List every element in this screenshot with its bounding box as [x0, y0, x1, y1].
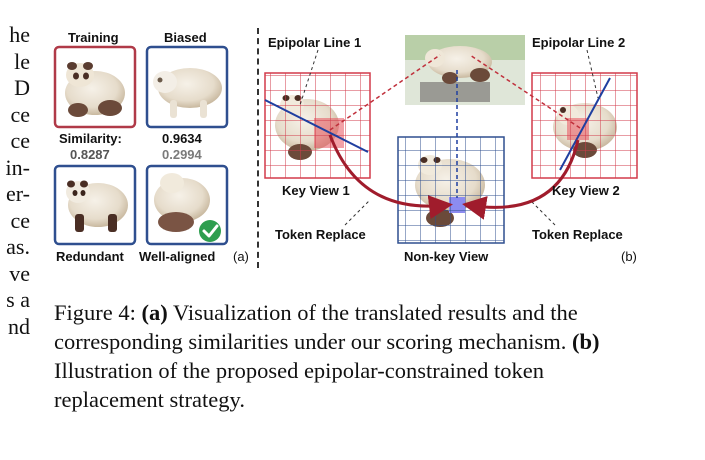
non-key-view	[397, 136, 505, 244]
token-replace-arrow-left	[328, 134, 453, 219]
similarity-label: Similarity:	[59, 131, 122, 146]
text-fragment: D	[14, 75, 30, 100]
text-fragment: nd	[8, 313, 30, 339]
panel-b-tag: (b)	[621, 249, 637, 264]
non-key-view-label: Non-key View	[404, 249, 489, 264]
key-view-2-label: Key View 2	[552, 183, 620, 198]
key-view-2	[531, 72, 638, 179]
label-biased: Biased	[164, 30, 207, 45]
biased-image	[145, 45, 229, 129]
key-view-1-label: Key View 1	[282, 183, 350, 198]
training-image	[53, 45, 137, 129]
text-fragment: he	[9, 22, 30, 47]
text-fragment: le	[14, 48, 30, 74]
token-replace-right-label: Token Replace	[532, 227, 623, 242]
caption-part-a-tag: (a)	[141, 300, 168, 325]
figure-caption: Figure 4: (a) Visualization of the trans…	[54, 298, 654, 414]
similarity-training-value: 0.8287	[70, 147, 110, 162]
similarity-biased-second-value: 0.2994	[162, 147, 202, 162]
text-fragment: ce	[10, 101, 30, 127]
redundant-image	[53, 164, 137, 246]
label-training: Training	[68, 30, 119, 45]
panel-divider	[257, 28, 259, 268]
caption-part-b-text: Illustration of the proposed epipolar-co…	[54, 358, 545, 412]
label-redundant: Redundant	[56, 249, 124, 264]
check-icon	[199, 220, 221, 242]
caption-part-a-text: Visualization of the translated results …	[54, 300, 578, 354]
text-fragment: in-	[5, 154, 30, 180]
epipolar-line-2-label: Epipolar Line 2	[532, 35, 626, 50]
epipolar-line-1-label: Epipolar Line 1	[268, 35, 362, 50]
token-replace-arrow-right	[462, 139, 580, 220]
caption-label: Figure 4:	[54, 300, 136, 325]
text-fragment: er-	[6, 181, 30, 206]
text-fragment: ve	[9, 260, 30, 286]
text-fragment: s a	[6, 287, 30, 312]
label-well-aligned: Well-aligned	[139, 249, 216, 264]
text-fragment: as.	[6, 234, 30, 259]
caption-part-b-tag: (b)	[572, 329, 600, 354]
body-text-fragments: he le D ce ce in- er- ce as. ve s a nd	[0, 22, 30, 340]
key-view-1	[264, 72, 371, 179]
text-fragment: ce	[10, 207, 30, 233]
text-fragment: ce	[10, 128, 30, 153]
well-aligned-image	[145, 164, 229, 246]
panel-a-tag: (a)	[233, 249, 249, 264]
similarity-biased-value: 0.9634	[162, 131, 202, 146]
token-replace-left-label: Token Replace	[275, 227, 366, 242]
reference-photo	[405, 35, 525, 105]
